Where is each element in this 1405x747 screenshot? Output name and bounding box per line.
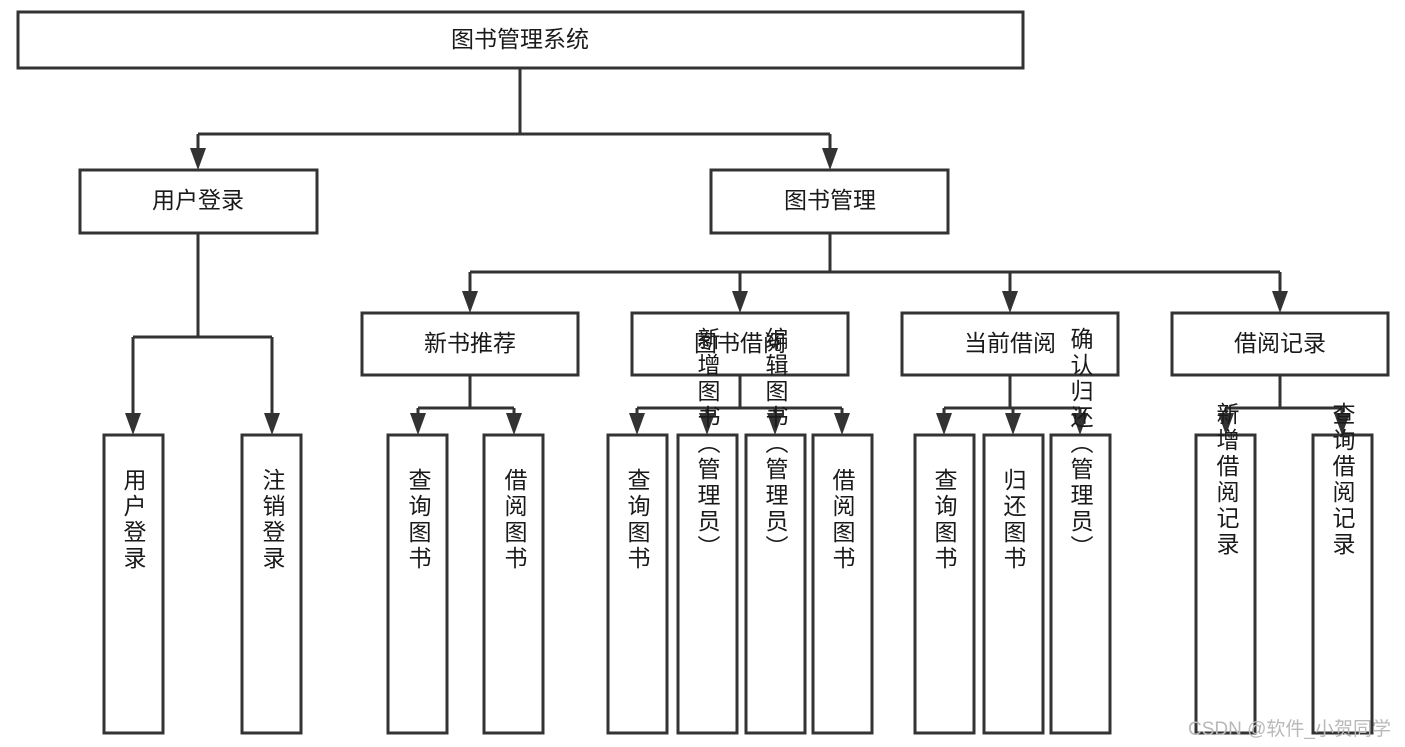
node-leaf-borrow-book-2-label: 借阅图书: [829, 468, 856, 572]
node-leaf-query-book-3[interactable]: 查询图书: [913, 433, 976, 735]
node-leaf-return-book-label: 归还图书: [1000, 468, 1027, 572]
node-leaf-user-login-label: 用户登录: [120, 468, 147, 572]
node-user-login-label: 用户登录: [152, 187, 244, 213]
node-borrow-record[interactable]: 借阅记录: [1170, 311, 1390, 377]
node-leaf-query-book-2-label: 查询图书: [624, 468, 651, 572]
arrow-book-manage: [822, 148, 838, 170]
connector-layer: [125, 68, 1350, 435]
node-leaf-borrow-book-2-box[interactable]: [811, 433, 874, 735]
node-leaf-query-record-box[interactable]: [1311, 433, 1374, 735]
arrow-leaf-borrow-book-1: [506, 413, 522, 435]
arrow-new-book-recommend: [462, 291, 478, 313]
node-book-manage[interactable]: 图书管理: [709, 168, 950, 235]
node-leaf-borrow-book-1-box[interactable]: [482, 433, 545, 735]
arrow-leaf-edit-book: [767, 413, 783, 435]
arrow-leaf-query-record: [1334, 413, 1350, 435]
arrow-leaf-user-login: [125, 413, 141, 435]
arrow-user-login: [190, 148, 206, 170]
node-leaf-add-book[interactable]: 新增图书（管理员）: [676, 327, 739, 735]
node-leaf-edit-book[interactable]: 编辑图书（管理员）: [744, 327, 807, 735]
node-leaf-add-record[interactable]: 新增借阅记录: [1194, 402, 1257, 735]
node-leaf-confirm-return-label: 确认归还（管理员）: [1067, 327, 1094, 561]
node-book-manage-box[interactable]: [709, 168, 950, 235]
node-leaf-logout-login-label: 注销登录: [259, 468, 286, 572]
node-leaf-add-record-box[interactable]: [1194, 433, 1257, 735]
node-leaf-borrow-book-1[interactable]: 借阅图书: [482, 433, 545, 735]
node-leaf-borrow-book-2[interactable]: 借阅图书: [811, 433, 874, 735]
node-leaf-logout-login[interactable]: 注销登录: [240, 433, 303, 735]
node-current-borrow-label: 当前借阅: [964, 330, 1056, 356]
node-root-label: 图书管理系统: [451, 26, 589, 52]
node-leaf-query-book-1-box[interactable]: [386, 433, 449, 735]
node-book-borrow-box[interactable]: [630, 311, 850, 377]
node-leaf-add-book-box[interactable]: [676, 433, 739, 735]
node-leaf-confirm-return[interactable]: 确认归还（管理员）: [1049, 327, 1112, 735]
node-leaf-query-book-3-label: 查询图书: [931, 468, 958, 572]
arrow-current-borrow: [1002, 291, 1018, 313]
node-current-borrow-box[interactable]: [900, 311, 1120, 377]
node-root-box[interactable]: [16, 10, 1025, 70]
node-current-borrow[interactable]: 当前借阅: [900, 311, 1120, 377]
arrow-leaf-add-record: [1218, 413, 1234, 435]
arrow-book-borrow: [732, 291, 748, 313]
arrow-leaf-query-book-1: [410, 413, 426, 435]
arrow-leaf-confirm-return: [1072, 413, 1088, 435]
node-new-book-recommend-label: 新书推荐: [424, 330, 516, 356]
arrow-leaf-query-book-2: [629, 413, 645, 435]
arrow-leaf-return-book: [1005, 413, 1021, 435]
arrow-leaf-add-book: [699, 413, 715, 435]
node-leaf-query-book-1[interactable]: 查询图书: [386, 433, 449, 735]
node-borrow-record-box[interactable]: [1170, 311, 1390, 377]
node-leaf-query-book-1-label: 查询图书: [405, 468, 432, 572]
node-leaf-edit-book-label: 编辑图书（管理员）: [762, 327, 789, 561]
arrow-borrow-record: [1272, 291, 1288, 313]
node-leaf-return-book-box[interactable]: [982, 433, 1045, 735]
node-leaf-return-book[interactable]: 归还图书: [982, 433, 1045, 735]
node-leaf-user-login-box[interactable]: [102, 433, 165, 735]
node-book-borrow[interactable]: 图书借阅: [630, 311, 850, 377]
node-book-borrow-label: 图书借阅: [694, 330, 786, 356]
node-root[interactable]: 图书管理系统: [16, 10, 1025, 70]
node-leaf-confirm-return-box[interactable]: [1049, 433, 1112, 735]
node-leaf-logout-login-box[interactable]: [240, 433, 303, 735]
node-book-manage-label: 图书管理: [784, 187, 876, 213]
node-new-book-recommend-box[interactable]: [360, 311, 580, 377]
node-leaf-add-record-label: 新增借阅记录: [1213, 402, 1240, 558]
arrow-leaf-borrow-book-2: [834, 413, 850, 435]
node-leaf-add-book-label: 新增图书（管理员）: [694, 327, 721, 561]
node-leaf-query-book-3-box[interactable]: [913, 433, 976, 735]
node-borrow-record-label: 借阅记录: [1234, 330, 1326, 356]
arrow-leaf-query-book-3: [936, 413, 952, 435]
node-leaf-query-book-2-box[interactable]: [606, 433, 669, 735]
node-leaf-query-record[interactable]: 查询借阅记录: [1311, 402, 1374, 735]
node-leaf-edit-book-box[interactable]: [744, 433, 807, 735]
node-new-book-recommend[interactable]: 新书推荐: [360, 311, 580, 377]
node-user-login[interactable]: 用户登录: [78, 168, 319, 235]
node-user-login-box[interactable]: [78, 168, 319, 235]
node-leaf-query-record-label: 查询借阅记录: [1329, 402, 1356, 558]
node-leaf-borrow-book-1-label: 借阅图书: [501, 468, 528, 572]
node-leaf-query-book-2[interactable]: 查询图书: [606, 433, 669, 735]
node-leaf-user-login[interactable]: 用户登录: [102, 433, 165, 735]
arrow-leaf-logout-login: [264, 413, 280, 435]
